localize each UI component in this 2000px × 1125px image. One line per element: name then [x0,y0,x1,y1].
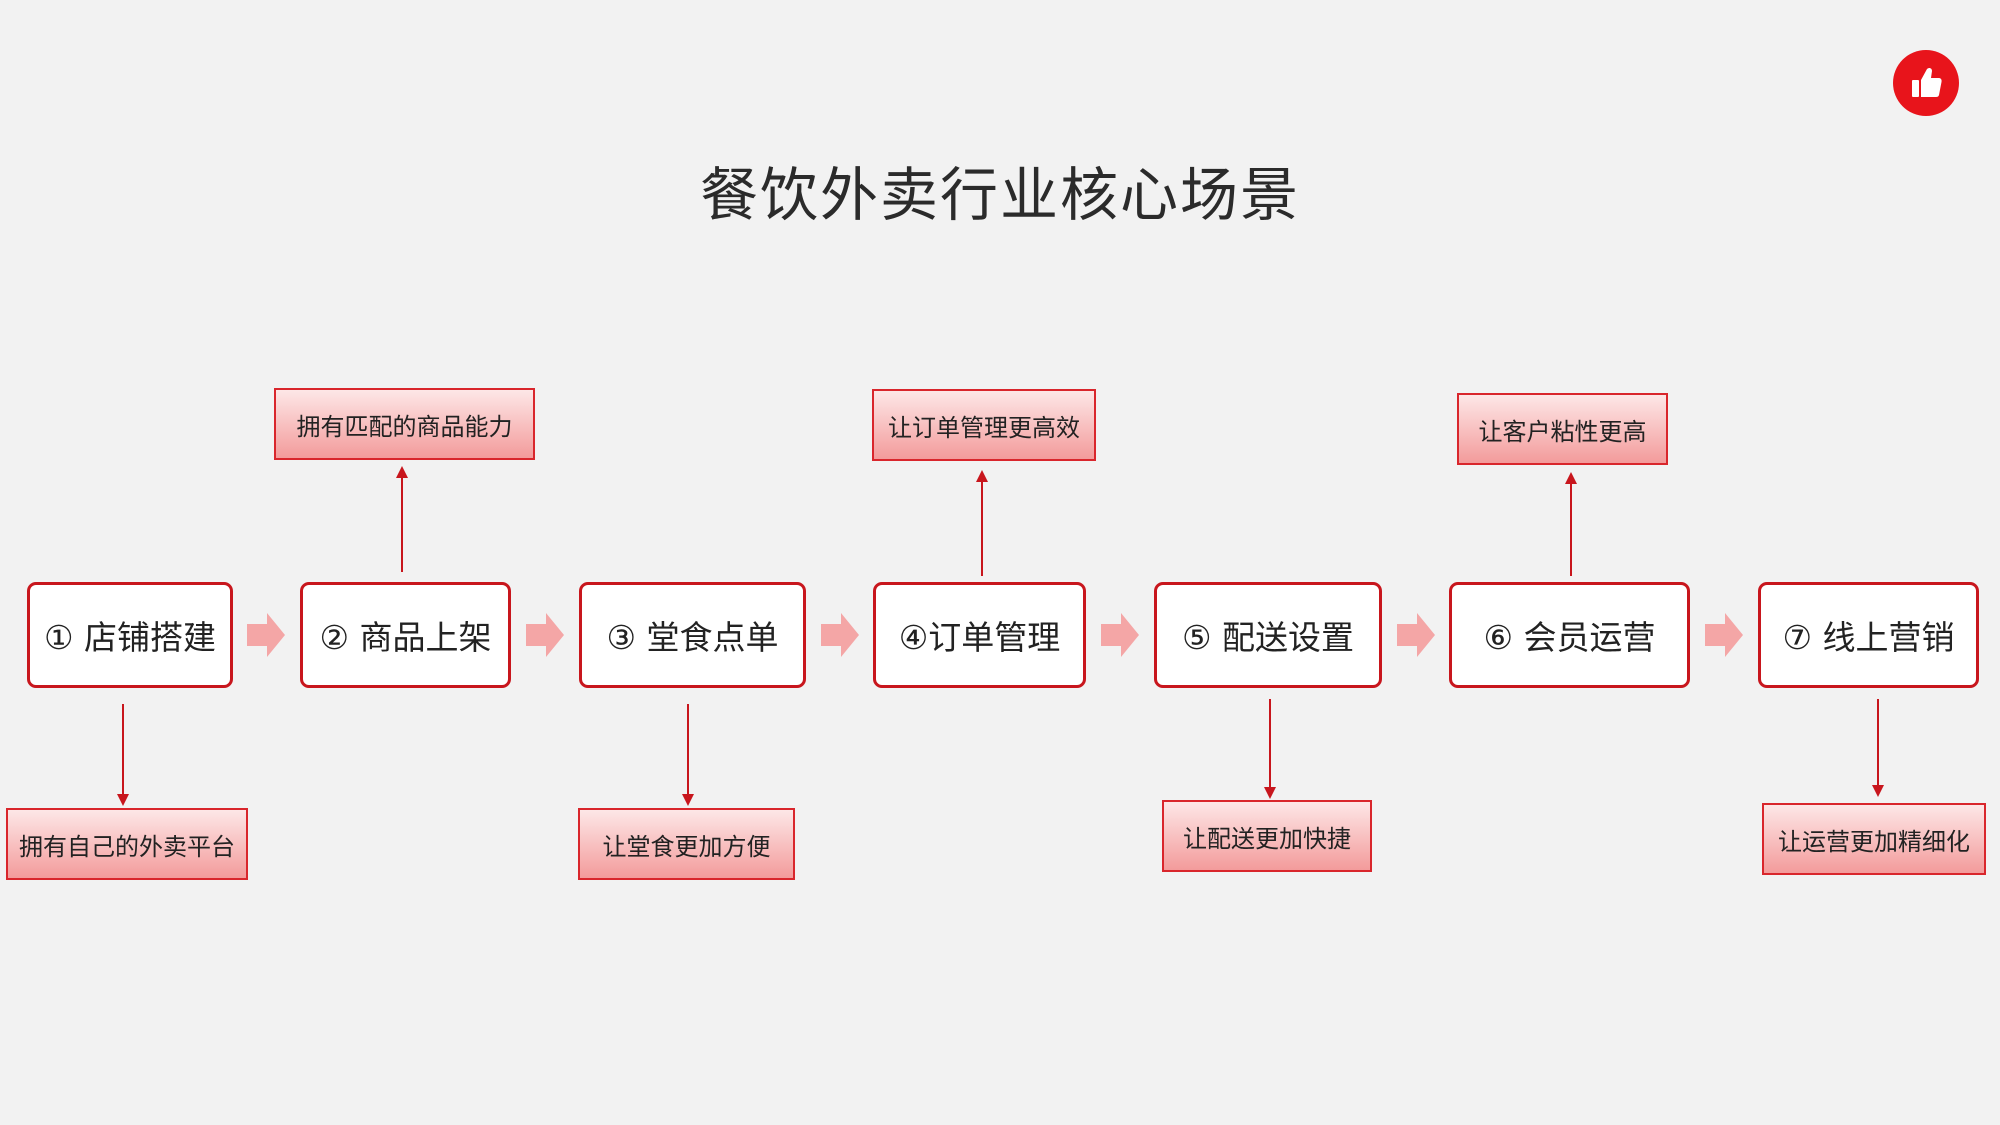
arrow-down-icon [1872,785,1884,797]
arrow-up-icon [976,470,988,482]
flow-arrow-6-7 [1705,613,1743,657]
note-7: 让运营更加精细化 [1762,803,1986,875]
step-6-box: ⑥ 会员运营 [1449,582,1690,688]
flow-arrow-2-3 [526,613,564,657]
step-4-box: ④订单管理 [873,582,1086,688]
flow-arrow-1-2 [247,613,285,657]
arrow-down-icon [117,794,129,806]
flow-arrow-5-6 [1397,613,1435,657]
arrow-down-icon [1264,787,1276,799]
page-title: 餐饮外卖行业核心场景 [699,161,1300,229]
note-1: 拥有自己的外卖平台 [6,808,248,880]
connector-7 [1877,699,1879,787]
logo [1893,50,1959,116]
note-5: 让配送更加快捷 [1162,800,1372,872]
step-3-box: ③ 堂食点单 [579,582,806,688]
step-2-box: ② 商品上架 [300,582,511,688]
flow-arrow-3-4 [821,613,859,657]
step-1-box: ① 店铺搭建 [27,582,233,688]
arrow-up-icon [1565,472,1577,484]
connector-3 [687,704,689,796]
step-5-box: ⑤ 配送设置 [1154,582,1382,688]
note-2: 拥有匹配的商品能力 [274,388,535,460]
arrow-up-icon [396,466,408,478]
connector-4 [981,480,983,576]
thumbs-up-icon [1912,67,1942,97]
flow-arrow-4-5 [1101,613,1139,657]
note-6: 让客户粘性更高 [1457,393,1668,465]
step-7-box: ⑦ 线上营销 [1758,582,1979,688]
connector-1 [122,704,124,796]
connector-2 [401,476,403,572]
note-4: 让订单管理更高效 [872,389,1096,461]
connector-5 [1269,699,1271,789]
connector-6 [1570,482,1572,576]
arrow-down-icon [682,794,694,806]
note-3: 让堂食更加方便 [578,808,795,880]
